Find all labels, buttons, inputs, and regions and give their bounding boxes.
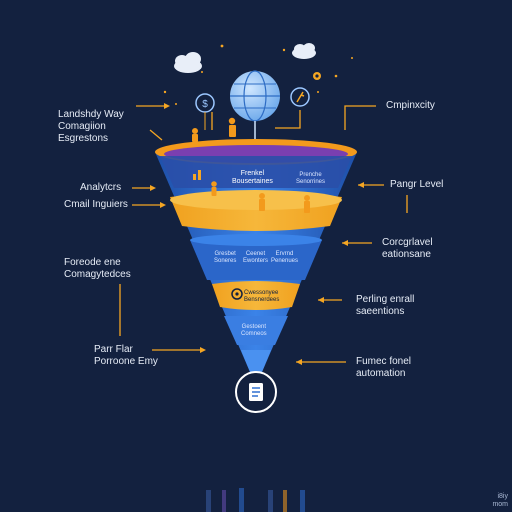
label-part-flow: Parr Flar Porroone Emy [94, 344, 158, 367]
funnel-text-band1-right: Prenche Senorrines [296, 172, 326, 185]
funnel-text-band4: Cwessonyee Bensnerdees [244, 290, 280, 303]
gear-icon [231, 288, 243, 300]
svg-text:$: $ [202, 99, 208, 110]
label-perling-enrall: Perling enrall saeentions [356, 294, 415, 317]
funnel-text-band1-left: Frenkel Bousertaines [232, 170, 273, 185]
funnel [155, 139, 357, 372]
key-icon [290, 72, 321, 107]
globe-icon [230, 70, 280, 144]
funnel-text-band3-b: Ceenet Ewonters [243, 251, 269, 264]
corner-mark: i8iy mom [492, 493, 508, 508]
label-landing-way: Landshdy Way Comagiion Esgrestons [58, 109, 124, 144]
starfield [163, 44, 353, 105]
chart-icon [193, 170, 201, 180]
label-funnel-automation: Fumec fonel automation [356, 356, 412, 379]
dollar-icon: $ [195, 93, 215, 130]
label-panel-level: Pangr Level [390, 179, 444, 190]
label-email-inquiries: Cmail Inguiers [64, 199, 128, 210]
cloud-icon [174, 52, 202, 73]
person-figures [192, 117, 310, 213]
label-cordy-level: Corcgrlavel eationsane [382, 237, 433, 260]
label-complexity: Cmpinxcity [386, 100, 435, 111]
document-icon [235, 371, 277, 413]
base-bars [206, 488, 305, 512]
funnel-text-band5: Gestoent Comneos [241, 324, 267, 337]
funnel-text-band3-c: Ervrnd Penenues [271, 251, 299, 264]
cloud-icon [292, 43, 316, 59]
label-analytics: Analytcrs [80, 182, 122, 193]
label-forecast: Foreode ene Comagytedces [64, 257, 131, 280]
funnel-text-band3-a: Gresbet Soneres [214, 251, 237, 264]
leader-arrows [150, 103, 364, 365]
